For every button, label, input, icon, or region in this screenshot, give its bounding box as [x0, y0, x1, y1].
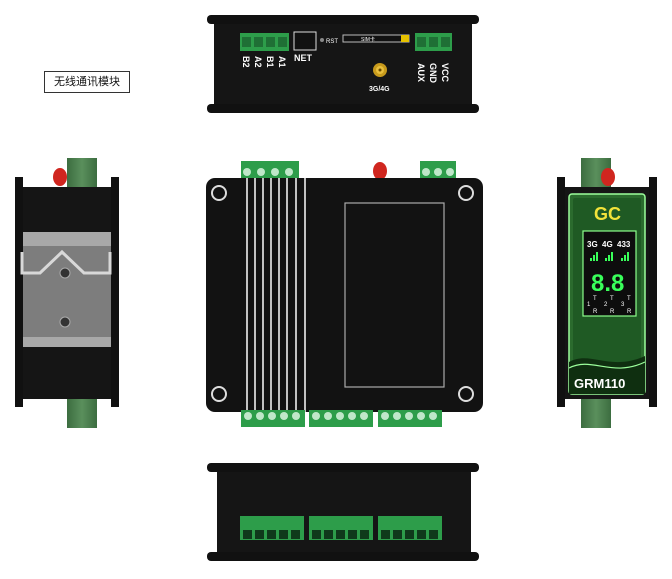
- top-left-terminal-block: [240, 33, 289, 51]
- terminal-label-a2: A2: [253, 56, 263, 68]
- signal-label-3g: 3G: [587, 240, 598, 249]
- front-window: [344, 202, 445, 388]
- right-side-view: [557, 158, 657, 428]
- mount-hole-icon: [211, 386, 227, 402]
- signal-icon: [621, 252, 629, 261]
- top-right-terminal-block: [415, 33, 452, 51]
- left-side-view: [15, 158, 119, 428]
- rr-label: R: [627, 309, 632, 315]
- antenna-label: 3G/4G: [369, 86, 390, 93]
- rr-label: R: [610, 309, 615, 315]
- terminal-label-vcc: VCC: [440, 63, 450, 83]
- mount-hole-icon: [211, 185, 227, 201]
- terminal-label-aux: AUX: [416, 63, 426, 82]
- sim-slot[interactable]: [342, 34, 410, 43]
- logo-text: GC: [594, 204, 621, 224]
- tr-label: T: [593, 296, 597, 302]
- terminal-label-b1: B1: [265, 56, 275, 68]
- seven-segment-digits: 8.8: [591, 270, 624, 297]
- signal-icon: [590, 252, 598, 261]
- index-label: 3: [621, 302, 625, 308]
- rst-indicator: [320, 38, 324, 42]
- antenna-red-icon: [601, 168, 615, 186]
- led-screen: [582, 230, 637, 317]
- net-label: NET: [294, 53, 313, 63]
- terminal-label-a1: A1: [277, 56, 287, 68]
- antenna-red-icon: [53, 168, 67, 186]
- front-view: [206, 161, 483, 427]
- module-caption: 无线通讯模块: [44, 71, 130, 93]
- terminal-label-b2: B2: [241, 56, 251, 68]
- signal-icon: [605, 252, 613, 261]
- screw-icon: [59, 267, 71, 279]
- screw-icon: [59, 316, 71, 328]
- signal-label-4g: 4G: [602, 240, 613, 249]
- rr-label: R: [593, 309, 598, 315]
- bottom-view: [207, 463, 479, 561]
- net-button[interactable]: [293, 31, 317, 51]
- signal-label-433: 433: [617, 240, 631, 249]
- rst-label: RST: [326, 39, 338, 45]
- model-label: GRM110: [574, 376, 625, 391]
- terminal-label-gnd: GND: [428, 63, 438, 84]
- antenna-red-icon: [373, 162, 387, 180]
- mount-hole-icon: [458, 185, 474, 201]
- index-label: 2: [604, 302, 608, 308]
- sim-label: SIM卡: [361, 36, 375, 43]
- tr-label: T: [627, 296, 631, 302]
- antenna-connector-icon: [373, 63, 387, 77]
- tr-label: T: [610, 296, 614, 302]
- top-view: B2 A2 B1 A1 NET RST SIM卡 3G/4G AUX GND V…: [207, 15, 479, 113]
- mount-hole-icon: [458, 386, 474, 402]
- index-label: 1: [587, 302, 591, 308]
